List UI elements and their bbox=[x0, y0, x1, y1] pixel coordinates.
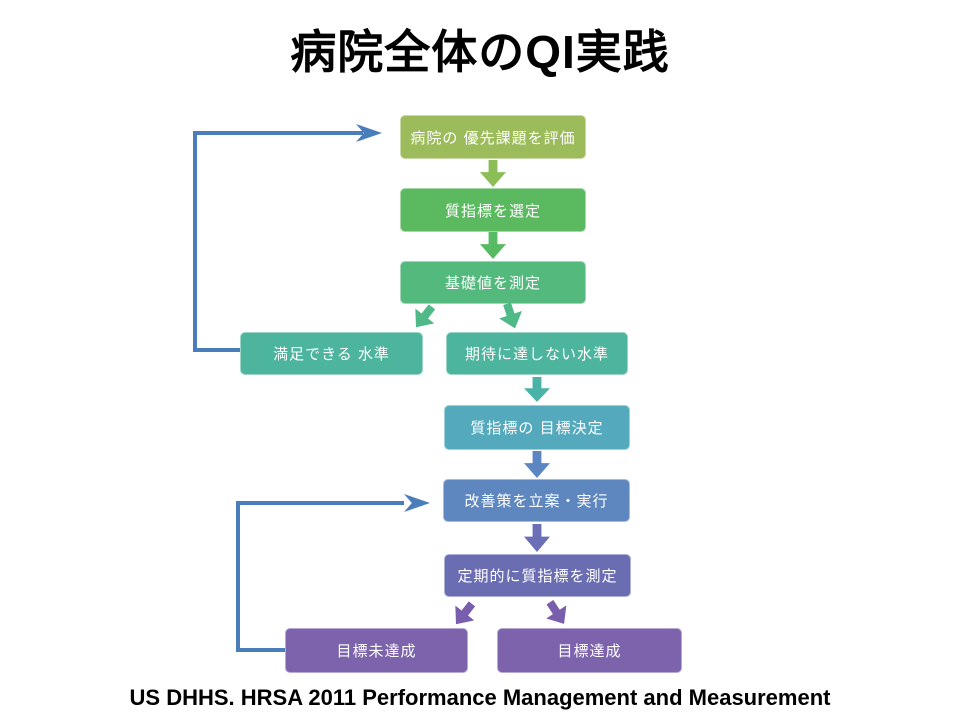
flow-node-assess-priorities: 病院の 優先課題を評価 bbox=[400, 115, 586, 159]
flow-node-periodic-measurement: 定期的に質指標を測定 bbox=[444, 554, 631, 597]
loop-satisfactory-to-assess-bottom bbox=[193, 348, 240, 352]
arrow-targets-to-plan-icon bbox=[524, 451, 550, 478]
flow-node-satisfactory-level: 満足できる 水準 bbox=[240, 332, 423, 375]
arrow-belowexpect-to-targets-icon bbox=[524, 377, 550, 402]
loop-notmet-to-plan-top bbox=[236, 501, 404, 505]
slide-title: 病院全体のQI実践 bbox=[290, 26, 670, 78]
flow-node-measure-baseline: 基礎値を測定 bbox=[400, 261, 586, 304]
arrow-periodic-to-notmet-icon bbox=[447, 596, 482, 631]
flow-node-set-indicator-targets: 質指標の 目標決定 bbox=[444, 405, 630, 450]
flow-node-target-met: 目標達成 bbox=[497, 628, 682, 673]
flow-node-select-indicators: 質指標を選定 bbox=[400, 188, 586, 232]
arrow-baseline-to-belowexpect-icon bbox=[496, 300, 527, 332]
flow-node-below-expectation-level: 期待に達しない水準 bbox=[446, 332, 628, 375]
flow-node-target-not-met: 目標未達成 bbox=[285, 628, 468, 673]
arrow-periodic-to-met-icon bbox=[540, 596, 574, 631]
loop-notmet-to-plan-arrowhead-icon bbox=[404, 494, 430, 512]
arrow-assess-to-select-icon bbox=[480, 160, 506, 187]
arrow-baseline-to-satisfactory-icon bbox=[407, 299, 442, 334]
flow-node-plan-implement-improvements: 改善策を立案・実行 bbox=[443, 479, 630, 522]
loop-satisfactory-to-assess-vertical bbox=[193, 131, 197, 352]
citation-text: US DHHS. HRSA 2011 Performance Managemen… bbox=[129, 685, 831, 710]
loop-notmet-to-plan-bottom bbox=[236, 648, 285, 652]
arrow-plan-to-periodic-icon bbox=[524, 524, 550, 552]
loop-satisfactory-to-assess-top bbox=[193, 131, 363, 135]
arrow-select-to-baseline-icon bbox=[480, 232, 506, 259]
loop-notmet-to-plan-vertical bbox=[236, 501, 240, 652]
